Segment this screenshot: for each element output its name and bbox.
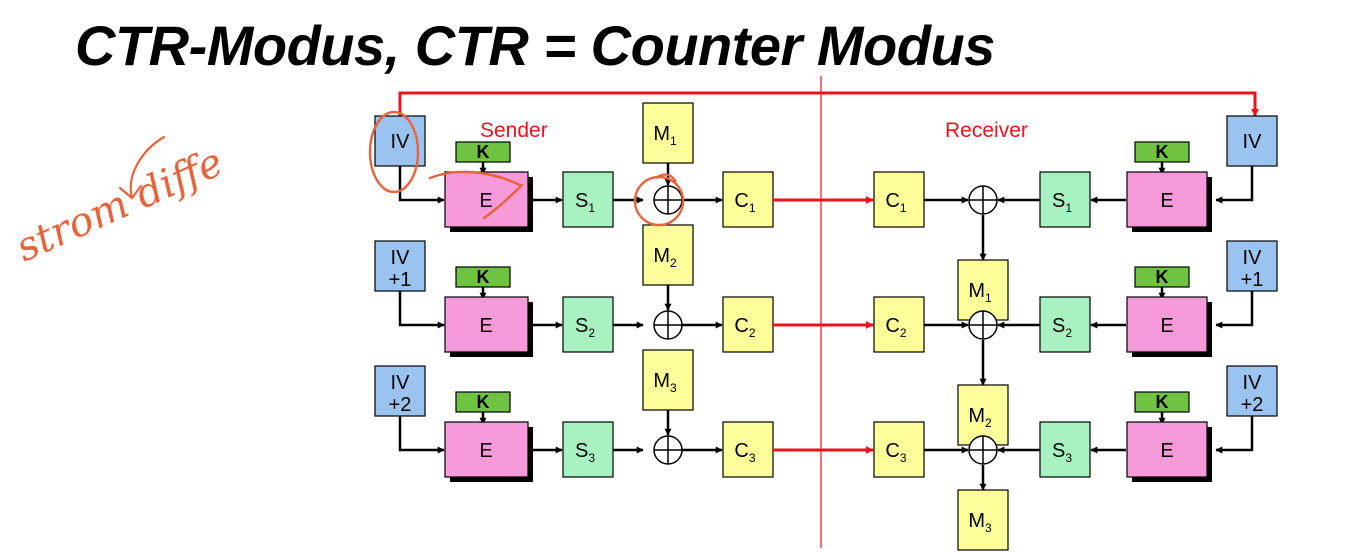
annotation-text: strom diffe <box>9 139 229 271</box>
receiver-key-3-label: K <box>1156 392 1169 412</box>
receiver-key-2-label: K <box>1156 267 1169 287</box>
receiver-encrypt-label-2: E <box>1160 315 1173 337</box>
sender-stream-3 <box>562 421 614 478</box>
sender-encrypt-3 <box>444 421 529 478</box>
receiver-iv-label-3: IV+2 <box>1241 372 1264 416</box>
receiver-stream-label-2: S2 <box>1052 315 1072 340</box>
sender-encrypt-label-2: E <box>479 315 492 337</box>
sender-stream-label-3: S3 <box>575 440 595 465</box>
sender-stream-label-1: S1 <box>575 190 595 215</box>
receiver-label: Receiver <box>945 119 1028 142</box>
sender-label: Sender <box>480 119 548 142</box>
receiver-stream-3 <box>1039 421 1091 478</box>
receiver-encrypt-3 <box>1126 421 1208 478</box>
receiver-message-label-2: M2 <box>968 405 992 430</box>
sender-cipher-label-3: C3 <box>734 440 755 465</box>
sender-message-3 <box>642 349 694 411</box>
sender-cipher-label-2: C2 <box>734 315 755 340</box>
sender-message-1 <box>642 102 694 164</box>
sender-message-label-3: M3 <box>653 370 677 395</box>
sender-iv-label-3: IV+2 <box>389 372 412 416</box>
receiver-message-3 <box>957 489 1009 551</box>
sender-stream-1 <box>562 171 614 228</box>
annotation-circle-iv <box>368 110 420 194</box>
sender-iv-box-3 <box>374 365 426 417</box>
sender-iv-arrow-2 <box>398 291 445 329</box>
sender-iv-arrow-1 <box>398 166 445 204</box>
sender-iv-box-2 <box>374 240 426 292</box>
receiver-iv-label-1: IV <box>1243 131 1263 153</box>
page-title: CTR-Modus, CTR = Counter Modus <box>75 14 995 77</box>
receiver-message-1 <box>957 259 1009 321</box>
sender-encrypt-label-3: E <box>479 440 492 462</box>
receiver-message-2 <box>957 384 1009 446</box>
sender-message-label-1: M1 <box>653 123 677 148</box>
iv-transfer-arrow <box>398 91 1259 117</box>
receiver-iv-arrow-2 <box>1215 291 1254 329</box>
receiver-key-1-label: K <box>1156 142 1169 162</box>
receiver-cipher-label-2: C2 <box>885 315 906 340</box>
receiver-stream-label-1: S1 <box>1052 190 1072 215</box>
sender-message-label-2: M2 <box>653 245 677 270</box>
annotation-scribble <box>428 170 524 220</box>
receiver-encrypt-2 <box>1126 296 1208 353</box>
receiver-stream-label-3: S3 <box>1052 440 1072 465</box>
receiver-iv-arrow-1 <box>1215 166 1254 204</box>
sender-cipher-label-1: C1 <box>734 190 755 215</box>
receiver-iv-box-2 <box>1226 240 1278 292</box>
sender-key-3-label: K <box>477 392 490 412</box>
sender-key-2-label: K <box>477 267 490 287</box>
annotation-arrow <box>118 135 166 200</box>
sender-encrypt-label-1: E <box>479 190 492 212</box>
receiver-message-label-1: M1 <box>968 280 992 305</box>
sender-iv-label-1: IV <box>391 131 411 153</box>
sender-message-2 <box>642 224 694 286</box>
annotation-xor-tail <box>655 173 677 183</box>
receiver-encrypt-label-3: E <box>1160 440 1173 462</box>
receiver-iv-arrow-3 <box>1215 416 1254 454</box>
receiver-encrypt-1 <box>1126 171 1208 228</box>
receiver-cipher-label-1: C1 <box>885 190 906 215</box>
receiver-stream-1 <box>1039 171 1091 228</box>
sender-stream-label-2: S2 <box>575 315 595 340</box>
sender-stream-2 <box>562 296 614 353</box>
receiver-iv-box-1 <box>1226 115 1278 167</box>
sender-cipher-2 <box>722 296 774 353</box>
receiver-iv-box-3 <box>1226 365 1278 417</box>
receiver-message-label-3: M3 <box>968 510 992 535</box>
sender-key-1-label: K <box>477 142 490 162</box>
sender-iv-arrow-3 <box>398 416 445 454</box>
receiver-stream-2 <box>1039 296 1091 353</box>
receiver-encrypt-label-1: E <box>1160 190 1173 212</box>
sender-iv-label-2: IV+1 <box>389 247 412 291</box>
receiver-iv-label-2: IV+1 <box>1241 247 1264 291</box>
sender-cipher-3 <box>722 421 774 478</box>
receiver-cipher-3 <box>873 421 925 478</box>
receiver-cipher-label-3: C3 <box>885 440 906 465</box>
sender-encrypt-2 <box>444 296 529 353</box>
